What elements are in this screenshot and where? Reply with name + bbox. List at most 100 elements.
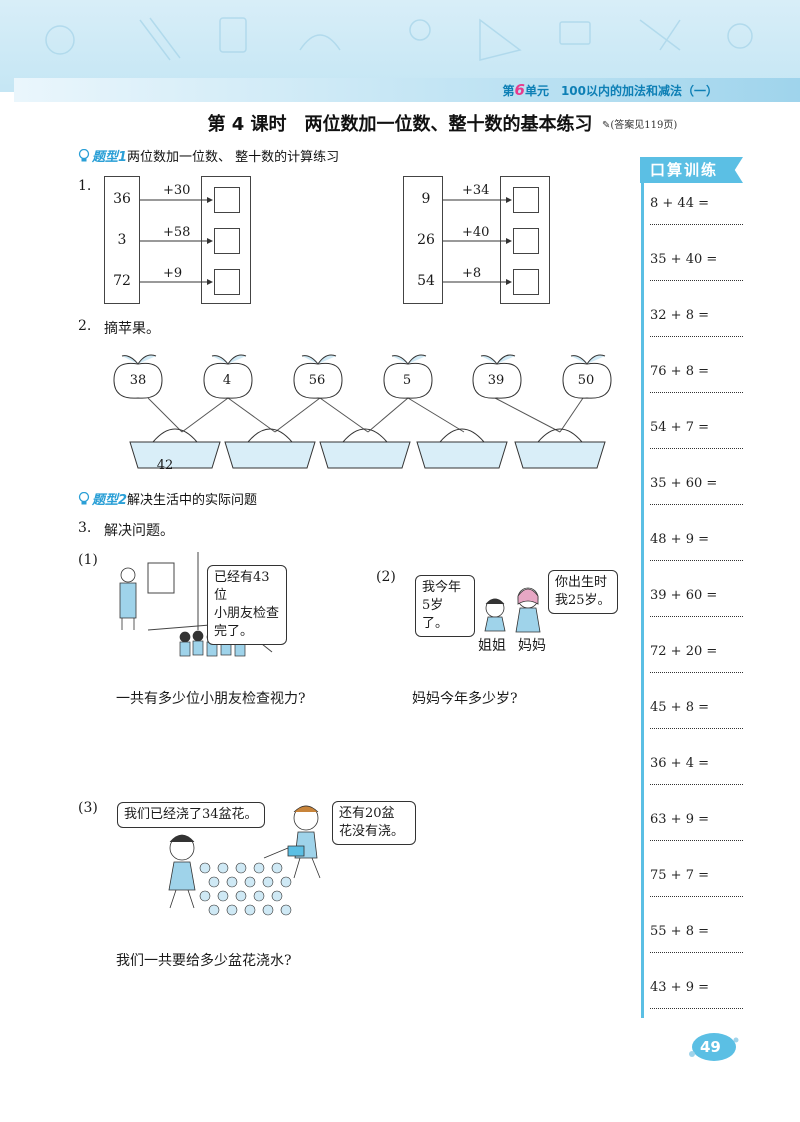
q1-left-operation: +9: [163, 266, 183, 281]
answer-line[interactable]: [650, 952, 743, 953]
q1-right-input-column: [403, 176, 443, 304]
basket-handle: [247, 428, 293, 443]
apple-shape: [203, 362, 253, 399]
lightbulb-icon: [78, 492, 90, 505]
mental-math-item[interactable]: 72 + 20 =: [650, 644, 745, 673]
q1-answer-box[interactable]: [513, 187, 539, 213]
q1-answer-box[interactable]: [214, 269, 240, 295]
apple-shape: [113, 362, 163, 399]
answer-line[interactable]: [650, 224, 743, 225]
q1-left-operation: +58: [163, 225, 191, 240]
answer-line[interactable]: [650, 448, 743, 449]
mental-math-item[interactable]: 35 + 60 =: [650, 476, 745, 505]
leaf-icon: [570, 354, 606, 365]
apple-shape: [562, 362, 612, 399]
problem-1-label: (1): [78, 552, 98, 568]
basket-shape: [416, 441, 508, 469]
bubble-line: 完了。: [214, 624, 254, 639]
apple-number: 56: [308, 373, 326, 388]
bubble-line: 你出生时: [555, 575, 608, 590]
answer-reference-text: (答案见119页): [610, 120, 678, 131]
unit-label: 第6单元 100以内的加法和减法（一）: [502, 81, 718, 99]
flower-pot-icon: [244, 904, 256, 916]
type-2-tag: 题型2: [92, 493, 128, 508]
answer-line[interactable]: [650, 784, 743, 785]
mental-math-expression: 45 + 8 =: [650, 700, 709, 715]
question-3-title: 解决问题。: [104, 523, 174, 539]
answer-line[interactable]: [650, 728, 743, 729]
speech-bubble-girl: 我们已经浇了34盆花。: [117, 802, 265, 828]
problem-3-question: 我们一共要给多少盆花浇水?: [116, 953, 292, 969]
type-2-text: 解决生活中的实际问题: [127, 493, 258, 508]
apple-number: 4: [222, 373, 232, 388]
answer-line[interactable]: [650, 616, 743, 617]
mental-math-expression: 8 + 44 =: [650, 196, 709, 211]
answer-line[interactable]: [650, 1008, 743, 1009]
leaf-icon: [121, 354, 157, 365]
q1-answer-box[interactable]: [214, 187, 240, 213]
mental-math-expression: 36 + 4 =: [650, 756, 709, 771]
mental-math-item[interactable]: 43 + 9 =: [650, 980, 745, 1009]
mental-math-item[interactable]: 8 + 44 =: [650, 196, 745, 225]
problem-2-question: 妈妈今年多少岁?: [412, 691, 518, 707]
answer-line[interactable]: [650, 672, 743, 673]
flower-pot-icon: [217, 890, 229, 902]
mental-math-item[interactable]: 32 + 8 =: [650, 308, 745, 337]
flower-pot-icon: [199, 862, 211, 874]
mental-math-item[interactable]: 45 + 8 =: [650, 700, 745, 729]
mental-math-item[interactable]: 35 + 40 =: [650, 252, 745, 281]
unit-suffix: 单元 100以内的加法和减法（一）: [524, 84, 718, 98]
mental-math-expression: 54 + 7 =: [650, 420, 709, 435]
mental-math-item[interactable]: 75 + 7 =: [650, 868, 745, 897]
type-1-tag: 题型1: [92, 150, 128, 165]
answer-line[interactable]: [650, 336, 743, 337]
lightbulb-icon: [78, 149, 90, 162]
q1-right-operation: +8: [462, 266, 482, 281]
q1-answer-box[interactable]: [214, 228, 240, 254]
mental-math-item[interactable]: 48 + 9 =: [650, 532, 745, 561]
name-sister: 姐姐: [478, 638, 506, 654]
q1-right-operation: +40: [462, 225, 490, 240]
speech-bubble-nurse: 已经有43位 小朋友检查 完了。: [207, 565, 287, 645]
mental-math-expression: 32 + 8 =: [650, 308, 709, 323]
answer-line[interactable]: [650, 840, 743, 841]
question-1-number: 1.: [78, 178, 92, 194]
answer-line[interactable]: [650, 392, 743, 393]
answer-line[interactable]: [650, 896, 743, 897]
mental-math-item[interactable]: 36 + 4 =: [650, 756, 745, 785]
mental-math-expression: 48 + 9 =: [650, 532, 709, 547]
q1-left-operation: +30: [163, 183, 191, 198]
q1-right-operation: +34: [462, 183, 490, 198]
basket-shape: [319, 441, 411, 469]
basket-handle: [342, 428, 388, 443]
q1-answer-box[interactable]: [513, 269, 539, 295]
mental-math-item[interactable]: 39 + 60 =: [650, 588, 745, 617]
unit-prefix: 第: [502, 84, 515, 98]
bubble-line: 小朋友检查: [214, 606, 280, 621]
mental-math-expression: 55 + 8 =: [650, 924, 709, 939]
q1-answer-box[interactable]: [513, 228, 539, 254]
type-1-text: 两位数加一位数、 整十数的计算练习: [127, 150, 340, 165]
answer-line[interactable]: [650, 560, 743, 561]
mental-math-item[interactable]: 54 + 7 =: [650, 420, 745, 449]
question-3-number: 3.: [78, 520, 92, 536]
school-supplies-decoration: [45, 17, 753, 61]
bubble-line: 花没有浇。: [339, 824, 405, 839]
basket-label: 42: [156, 458, 174, 473]
section-type-1: 题型1两位数加一位数、 整十数的计算练习: [78, 146, 339, 165]
answer-line[interactable]: [650, 280, 743, 281]
flower-pot-icon: [226, 876, 238, 888]
flower-pot-icon: [262, 904, 274, 916]
mental-math-item[interactable]: 55 + 8 =: [650, 924, 745, 953]
bubble-line: 还有20盆: [339, 806, 395, 821]
answer-reference: ✎(答案见119页): [602, 116, 677, 131]
answer-line[interactable]: [650, 504, 743, 505]
flower-pot-icon: [271, 890, 283, 902]
lesson-title: 第 4 课时两位数加一位数、整十数的基本练习: [0, 110, 800, 136]
unit-strip: [14, 78, 800, 102]
mental-math-item[interactable]: 63 + 9 =: [650, 812, 745, 841]
mental-math-item[interactable]: 76 + 8 =: [650, 364, 745, 393]
flower-pot-icon: [271, 862, 283, 874]
